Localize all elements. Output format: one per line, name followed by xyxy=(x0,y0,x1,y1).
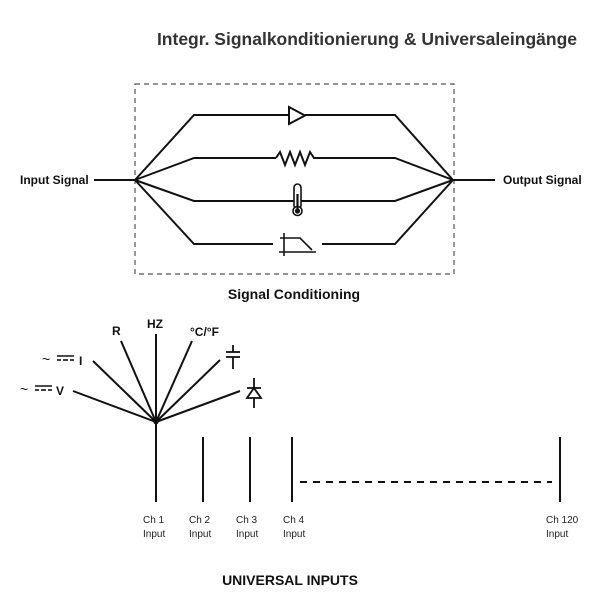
voltage-letter: V xyxy=(56,384,64,398)
svg-text:Ch 120: Ch 120 xyxy=(546,515,579,526)
path-resistor-right-wire xyxy=(318,157,454,181)
universal-inputs-caption: UNIVERSAL INPUTS xyxy=(222,572,358,588)
resistance-label: R xyxy=(112,324,121,338)
path-thermometer xyxy=(134,179,454,217)
svg-text:Input: Input xyxy=(283,529,305,540)
svg-text:Ch 3: Ch 3 xyxy=(236,515,258,526)
fan-line-current xyxy=(92,360,157,423)
page-title: Integr. Signalkonditionierung & Universa… xyxy=(156,29,577,49)
svg-text:Ch 2: Ch 2 xyxy=(189,515,211,526)
signal-conditioning-block: Input Signal Output Signal xyxy=(20,83,582,302)
thermometer-icon xyxy=(292,183,303,217)
channel-1-label: Ch 1 Input xyxy=(143,515,165,540)
capacitor-icon xyxy=(226,345,240,369)
fan-line-temperature xyxy=(155,340,193,423)
input-signal-label: Input Signal xyxy=(20,173,89,187)
path-filter-right-wire xyxy=(322,179,454,245)
svg-text:Input: Input xyxy=(143,529,165,540)
fan-line-resistance xyxy=(120,340,157,423)
dc-symbol-icon xyxy=(35,385,52,391)
channel-4-label: Ch 4 Input xyxy=(283,515,305,540)
fan-line-voltage xyxy=(72,390,157,423)
current-label: ~ I xyxy=(42,351,82,368)
svg-text:Ch 1: Ch 1 xyxy=(143,515,165,526)
path-filter xyxy=(134,179,454,256)
channel-2-label: Ch 2 Input xyxy=(189,515,211,540)
svg-text:Input: Input xyxy=(189,529,211,540)
svg-text:Ch 4: Ch 4 xyxy=(283,515,305,526)
path-resistor-left-wire xyxy=(134,157,276,181)
output-signal-label: Output Signal xyxy=(503,173,582,187)
signal-conditioning-caption: Signal Conditioning xyxy=(228,286,360,302)
path-filter-left-wire xyxy=(134,179,273,245)
conditioning-boundary-box xyxy=(134,83,455,275)
low-pass-filter-icon xyxy=(279,233,316,256)
universal-inputs-block: ~ V ~ I R HZ °C/°F xyxy=(20,317,579,588)
path-amplifier-left-wire xyxy=(134,114,289,181)
current-letter: I xyxy=(79,354,82,368)
fan-line-diode xyxy=(155,390,241,423)
temperature-label: °C/°F xyxy=(190,325,219,339)
amplifier-icon xyxy=(288,105,308,126)
channel-3-label: Ch 3 Input xyxy=(236,515,258,540)
svg-text:Input: Input xyxy=(546,529,568,540)
ac-dc-symbol: ~ xyxy=(20,381,28,397)
resistor-icon xyxy=(275,149,318,168)
dc-symbol-icon xyxy=(57,355,74,361)
channel-120-label: Ch 120 Input xyxy=(546,515,579,540)
path-amplifier-right-wire xyxy=(305,114,454,181)
fan-line-capacitance xyxy=(155,359,221,423)
diode-icon xyxy=(245,378,263,408)
voltage-label: ~ V xyxy=(20,381,64,398)
frequency-label: HZ xyxy=(147,317,163,331)
ac-dc-symbol: ~ xyxy=(42,351,50,367)
svg-text:Input: Input xyxy=(236,529,258,540)
path-resistor xyxy=(134,149,454,181)
path-amplifier xyxy=(134,105,454,181)
